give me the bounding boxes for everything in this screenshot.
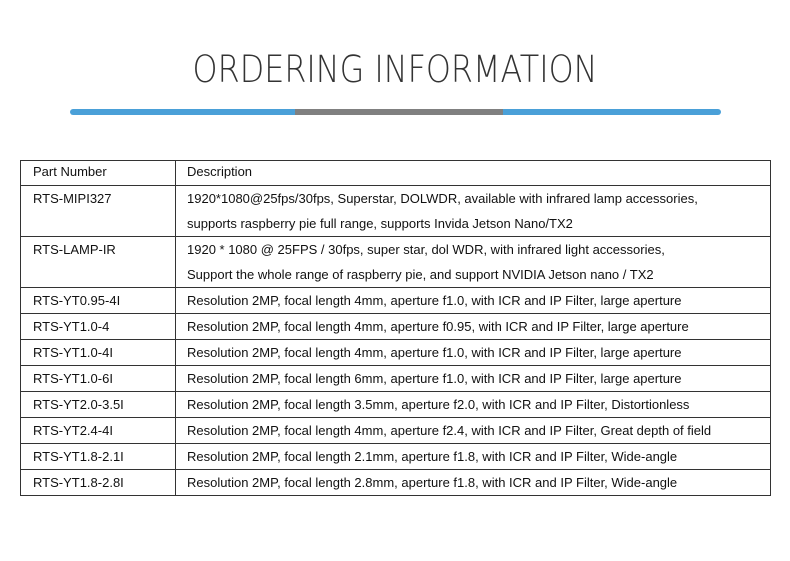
title-divider-left — [70, 109, 295, 115]
table-row: RTS-YT1.0-6I Resolution 2MP, focal length… — [20, 365, 771, 392]
title-divider-right — [503, 109, 721, 115]
description-cell: Resolution 2MP, focal length 4mm, apertu… — [175, 287, 771, 314]
part-number-cell: RTS-LAMP-IR — [20, 236, 176, 288]
description-line: Resolution 2MP, focal length 2.8mm, aper… — [187, 475, 678, 490]
description-line: Resolution 2MP, focal length 4mm, apertu… — [187, 345, 682, 360]
part-number-cell: RTS-YT1.0-4 — [20, 313, 176, 340]
part-number-cell: RTS-YT0.95-4I — [20, 287, 176, 314]
table-row: RTS-YT2.0-3.5I Resolution 2MP, focal leng… — [20, 391, 771, 418]
description-line: 1920 * 1080 @ 25FPS / 30fps, super star,… — [187, 242, 665, 257]
description-line: Resolution 2MP, focal length 2.1mm, aper… — [187, 449, 678, 464]
description-line: 1920*1080@25fps/30fps, Superstar, DOLWDR… — [187, 191, 698, 206]
description-cell: Resolution 2MP, focal length 6mm, apertu… — [175, 365, 771, 392]
table-row: RTS-YT1.8-2.8I Resolution 2MP, focal leng… — [20, 469, 771, 496]
table-row: RTS-MIPI327 1920*1080@25fps/30fps, Supers… — [20, 185, 771, 237]
description-line: Resolution 2MP, focal length 3.5mm, aper… — [187, 397, 690, 412]
table-row: RTS-YT1.0-4 Resolution 2MP, focal length … — [20, 313, 771, 340]
page-title: ORDERING INFORMATION — [192, 48, 598, 91]
part-number-cell: RTS-MIPI327 — [20, 185, 176, 237]
description-cell: Resolution 2MP, focal length 4mm, apertu… — [175, 339, 771, 366]
description-cell: Resolution 2MP, focal length 2.1mm, aper… — [175, 443, 771, 470]
header-part-number: Part Number — [20, 160, 176, 186]
description-line: Resolution 2MP, focal length 4mm, apertu… — [187, 319, 689, 334]
part-number-cell: RTS-YT1.0-6I — [20, 365, 176, 392]
description-line: Resolution 2MP, focal length 4mm, apertu… — [187, 293, 682, 308]
description-cell: Resolution 2MP, focal length 2.8mm, aper… — [175, 469, 771, 496]
description-cell: Resolution 2MP, focal length 4mm, apertu… — [175, 417, 771, 444]
description-cell: 1920*1080@25fps/30fps, Superstar, DOLWDR… — [175, 185, 771, 237]
title-divider-middle — [295, 109, 503, 115]
description-cell: 1920 * 1080 @ 25FPS / 30fps, super star,… — [175, 236, 771, 288]
description-cell: Resolution 2MP, focal length 3.5mm, aper… — [175, 391, 771, 418]
table-row: RTS-YT1.0-4I Resolution 2MP, focal length… — [20, 339, 771, 366]
table-header-row: Part Number Description — [20, 160, 771, 186]
part-number-cell: RTS-YT1.8-2.8I — [20, 469, 176, 496]
part-number-cell: RTS-YT2.4-4I — [20, 417, 176, 444]
table-row: RTS-YT1.8-2.1I Resolution 2MP, focal leng… — [20, 443, 771, 470]
description-cell: Resolution 2MP, focal length 4mm, apertu… — [175, 313, 771, 340]
table-row: RTS-YT2.4-4I Resolution 2MP, focal length… — [20, 417, 771, 444]
description-line: supports raspberry pie full range, suppo… — [187, 216, 573, 231]
table-row: RTS-LAMP-IR 1920 * 1080 @ 25FPS / 30fps, … — [20, 236, 771, 288]
description-line: Support the whole range of raspberry pie… — [187, 267, 654, 282]
part-number-cell: RTS-YT2.0-3.5I — [20, 391, 176, 418]
description-line: Resolution 2MP, focal length 4mm, apertu… — [187, 423, 712, 438]
part-number-cell: RTS-YT1.8-2.1I — [20, 443, 176, 470]
description-line: Resolution 2MP, focal length 6mm, apertu… — [187, 371, 682, 386]
header-description: Description — [175, 160, 771, 186]
table-row: RTS-YT0.95-4I Resolution 2MP, focal lengt… — [20, 287, 771, 314]
part-number-cell: RTS-YT1.0-4I — [20, 339, 176, 366]
ordering-table: Part Number Description RTS-MIPI327 1920*… — [20, 160, 771, 496]
